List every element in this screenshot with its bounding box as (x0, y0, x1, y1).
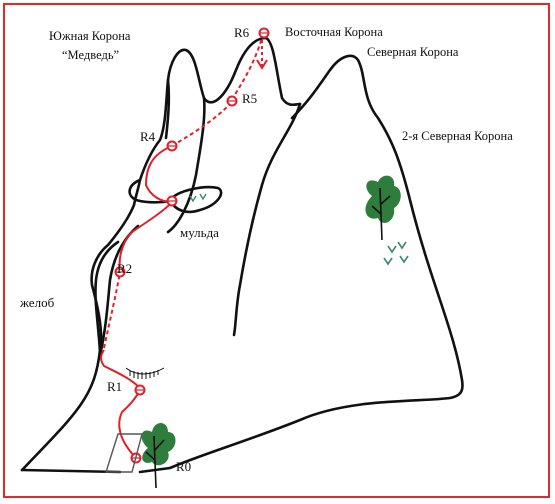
north2-peak-name: 2-я Северная Корона (402, 130, 513, 143)
gully-label: желоб (20, 296, 54, 309)
tree-icon (142, 423, 176, 488)
north-peak-name: Северная Корона (367, 46, 458, 59)
tree-icon (365, 176, 400, 240)
belay-label-r0: R0 (176, 460, 191, 473)
belay-label-r5: R5 (242, 92, 257, 105)
belay-label-r6: R6 (234, 26, 249, 39)
east-peak-name: Восточная Корона (285, 26, 383, 39)
belay-label-r4: R4 (140, 130, 155, 143)
route-segment-r0-r1 (119, 390, 140, 456)
bowl-outline (170, 187, 221, 212)
ledge-hatching (126, 368, 164, 379)
belay-label-r2: R2 (117, 262, 132, 275)
main-massif-outline (22, 38, 300, 470)
grass-icon (384, 242, 408, 264)
route-segment-gully (120, 202, 172, 270)
north-peak-outline (140, 56, 463, 472)
belay-label-r1: R1 (107, 380, 122, 393)
south-peak-name: Южная Корона (49, 30, 130, 43)
grass-icon (190, 194, 206, 201)
east-peak-front-outline (234, 104, 300, 335)
south-peak-nickname: “Медведь” (62, 49, 119, 62)
bowl-label: мульда (180, 226, 219, 239)
base-line (22, 470, 120, 472)
